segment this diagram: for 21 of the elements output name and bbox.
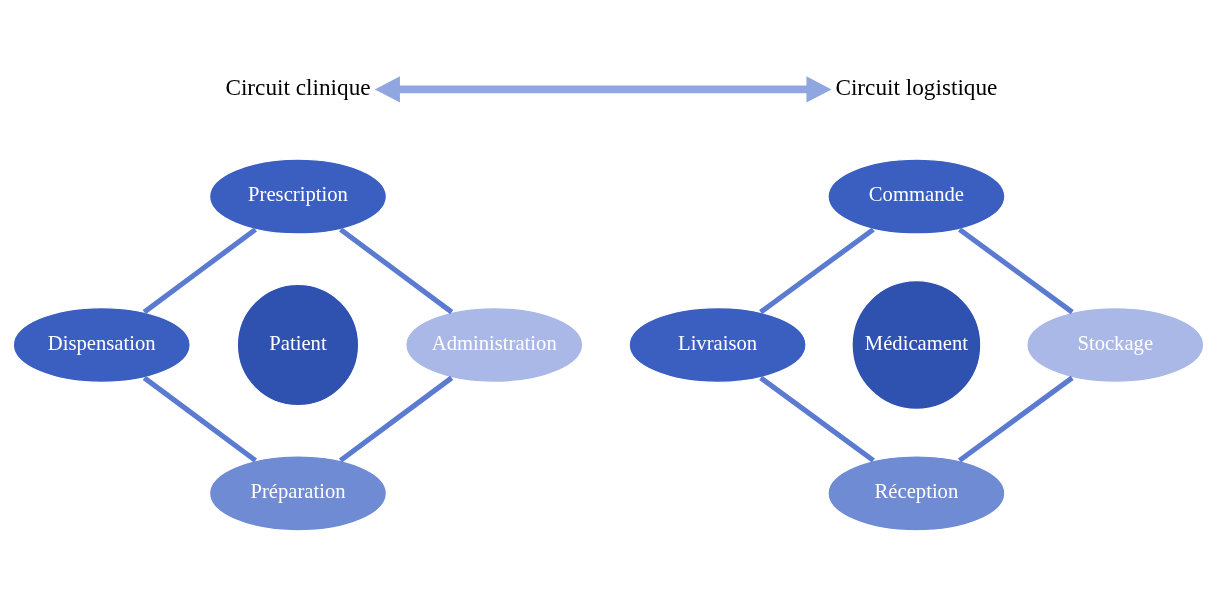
- node-ellipse: Prescription: [208, 158, 388, 235]
- node-text: Circuit clinique: [225, 74, 371, 101]
- connector: [958, 227, 1074, 315]
- node-text: Circuit logistique: [835, 74, 998, 101]
- node-ellipse: Administration: [405, 306, 584, 384]
- connector: [142, 227, 257, 315]
- node-ellipse: Préparation: [208, 455, 388, 532]
- connector: [957, 375, 1074, 463]
- connector: [338, 375, 454, 463]
- node-ellipse: Dispensation: [12, 306, 191, 384]
- node-ellipse: Livraison: [628, 306, 807, 384]
- node-circle: Médicament: [851, 279, 982, 411]
- connector: [339, 227, 454, 315]
- node-ellipse: Commande: [827, 158, 1006, 235]
- connector: [759, 375, 875, 463]
- connector: [142, 375, 258, 463]
- node-circle: Patient: [236, 283, 360, 407]
- node-ellipse: Réception: [827, 455, 1006, 532]
- node-ellipse: Stockage: [1026, 306, 1205, 384]
- arrow: [374, 76, 832, 103]
- connector: [759, 227, 875, 315]
